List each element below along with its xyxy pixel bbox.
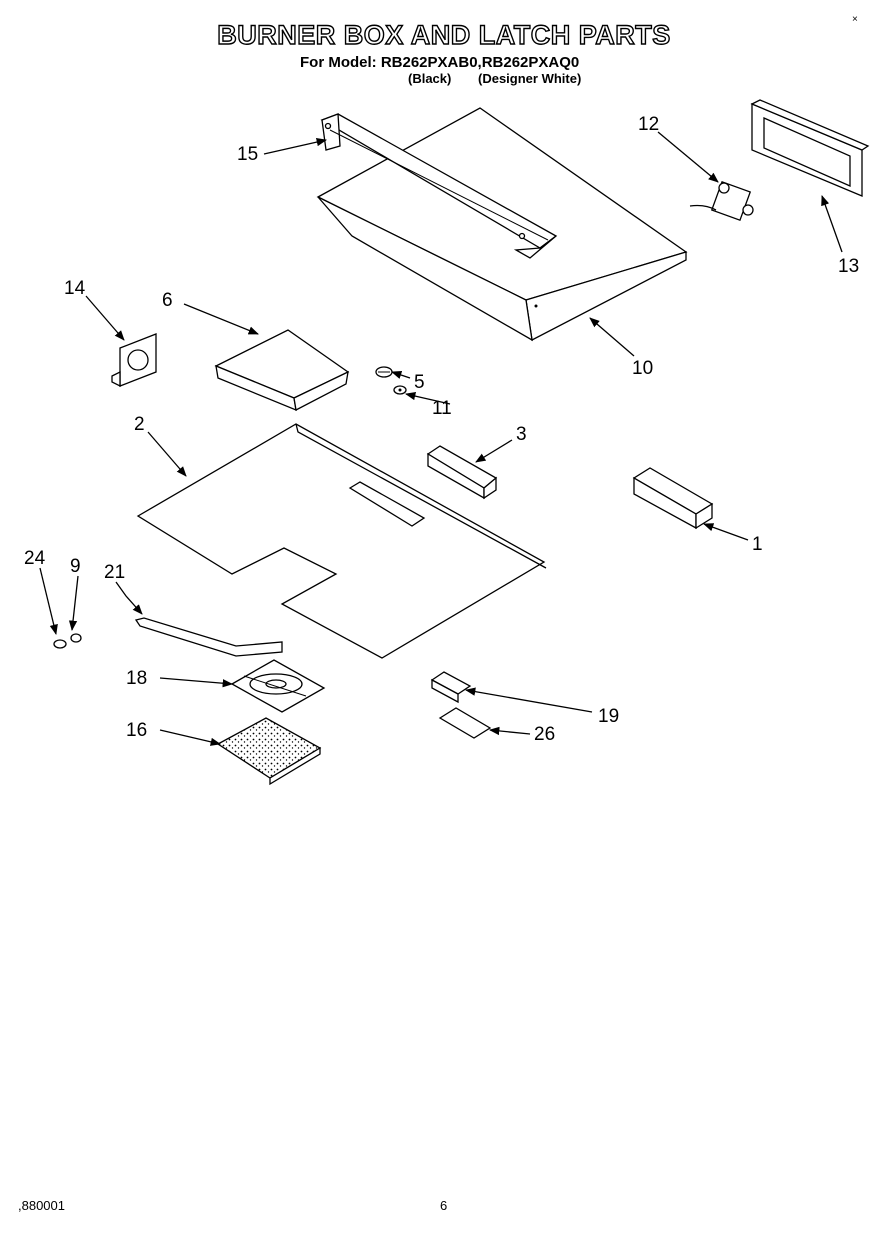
- part-6-box: [214, 329, 350, 412]
- callout-21: 21: [104, 562, 125, 583]
- model-line: For Model: RB262PXAB0,RB262PXAQ0: [300, 54, 580, 71]
- part-24-clip: [53, 639, 67, 649]
- callout-15: 15: [237, 144, 258, 165]
- callout-16: 16: [126, 720, 147, 741]
- part-3-bar: [426, 445, 498, 500]
- callout-18: 18: [126, 668, 147, 689]
- callout-11: 11: [432, 398, 452, 419]
- callout-26: 26: [534, 724, 555, 745]
- callout-1: 1: [752, 534, 763, 555]
- part-2-base-plate: [136, 423, 547, 659]
- part-11-screw: [393, 385, 407, 395]
- callout-2: 2: [134, 414, 145, 435]
- callout-9: 9: [70, 556, 81, 577]
- part-9-clip: [70, 633, 82, 643]
- leader-lines: [39, 131, 843, 746]
- part-13-frame: [750, 99, 870, 197]
- page-number: 6: [440, 1198, 448, 1213]
- part-16-pad: [216, 717, 322, 786]
- part-14-plate: [111, 333, 157, 388]
- corner-mark: ×: [852, 14, 858, 25]
- part-26-spacer: [438, 707, 492, 739]
- page-title: BURNER BOX AND LATCH PARTS: [217, 19, 671, 50]
- footer-code: ,880001: [18, 1198, 65, 1213]
- part-21-latch-arm: [134, 617, 283, 657]
- variant-black: (Black): [408, 71, 452, 86]
- part-5-knob: [375, 366, 393, 378]
- callout-19: 19: [598, 706, 619, 727]
- callout-24: 24: [24, 548, 46, 569]
- callout-10: 10: [632, 358, 653, 379]
- part-1-bracket: [632, 467, 714, 530]
- part-12-valve: [689, 180, 754, 222]
- callout-3: 3: [516, 424, 527, 445]
- part-15-bracket: [320, 113, 558, 259]
- part-19-switch: [430, 671, 472, 704]
- callout-12: 12: [638, 114, 659, 135]
- callout-14: 14: [64, 278, 86, 299]
- callout-5: 5: [414, 372, 425, 393]
- callout-6: 6: [162, 290, 173, 311]
- variant-white: (Designer White): [478, 71, 582, 86]
- part-18-latch: [230, 659, 326, 713]
- callout-13: 13: [838, 256, 859, 277]
